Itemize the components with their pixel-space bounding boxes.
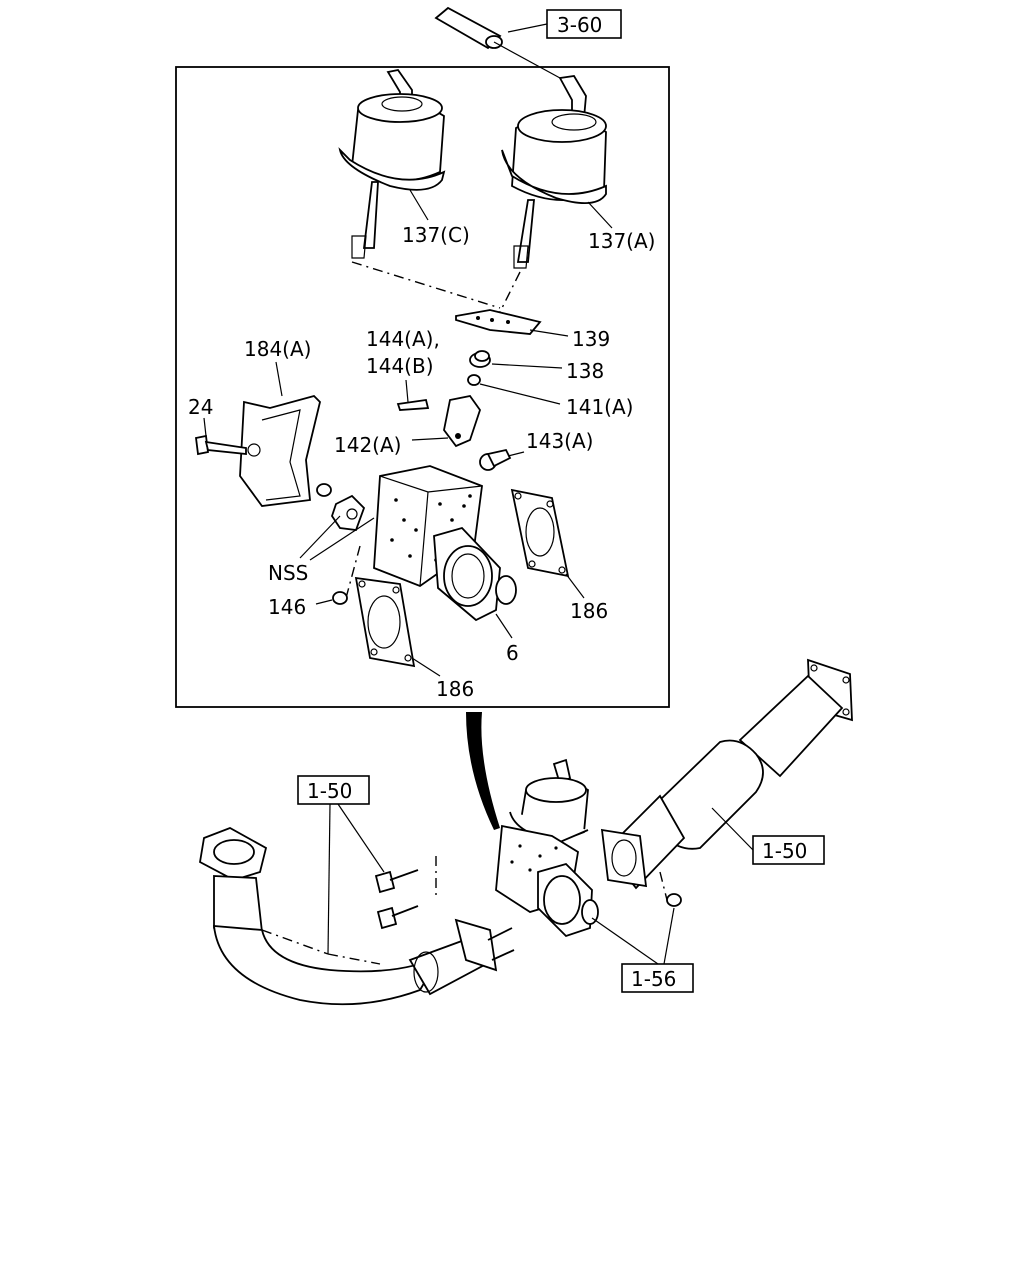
- valve-bracket: [316, 483, 366, 531]
- gasket-icon: [354, 576, 416, 668]
- valve-flange: [537, 862, 599, 938]
- label-139: 139: [572, 327, 610, 351]
- heat-shield: [239, 394, 321, 507]
- label-24: 24: [188, 395, 213, 419]
- ref-3-60-box[interactable]: 3-60: [546, 9, 622, 39]
- ref-1-56-box[interactable]: 1-56: [621, 963, 694, 993]
- label-6: 6: [506, 641, 519, 665]
- label-186-bottom: 186: [436, 677, 474, 701]
- exhaust-pipe-icon: [199, 827, 515, 1006]
- label-184a: 184(A): [244, 337, 311, 361]
- label-146: 146: [268, 595, 306, 619]
- ref-1-50-left-box[interactable]: 1-50: [297, 775, 370, 805]
- vacuum-hose: [434, 6, 561, 79]
- label-143a: 143(A): [526, 429, 593, 453]
- pointer-arrow: [466, 712, 500, 830]
- nut-icon: [666, 893, 682, 907]
- ref-1-50-right-box[interactable]: 1-50: [752, 835, 825, 865]
- label-137a: 137(A): [588, 229, 655, 253]
- ref-3-60-label: 3-60: [557, 13, 602, 37]
- vacuum-actuator-icon: [509, 758, 589, 843]
- ref-1-56-label: 1-56: [631, 967, 676, 991]
- bolt-icon: [374, 869, 419, 930]
- label-142a: 142(A): [334, 433, 401, 457]
- nut-icon: [332, 591, 348, 605]
- label-144b: 144(B): [366, 354, 434, 378]
- bolt-icon: [479, 448, 512, 471]
- detail-frame: [175, 66, 670, 708]
- ref-1-50-right-label: 1-50: [762, 839, 807, 863]
- label-186-right: 186: [570, 599, 608, 623]
- gasket-icon: [510, 488, 570, 578]
- label-138: 138: [566, 359, 604, 383]
- label-137c: 137(C): [402, 223, 470, 247]
- label-141a: 141(A): [566, 395, 633, 419]
- label-nss: NSS: [268, 561, 308, 585]
- nut-icon: [467, 374, 481, 386]
- pin-icon: [396, 398, 430, 411]
- bolt-icon: [195, 434, 247, 456]
- vacuum-actuator-icon: [338, 69, 446, 259]
- lever-arm: [443, 395, 481, 448]
- vacuum-actuator-icon: [501, 75, 607, 269]
- valve-flange: [433, 526, 517, 622]
- mounting-plate: [455, 309, 542, 335]
- catalytic-converter-icon: [600, 658, 853, 890]
- grommet-icon: [469, 350, 491, 368]
- label-144a: 144(A),: [366, 327, 440, 351]
- ref-1-50-left-label: 1-50: [307, 779, 352, 803]
